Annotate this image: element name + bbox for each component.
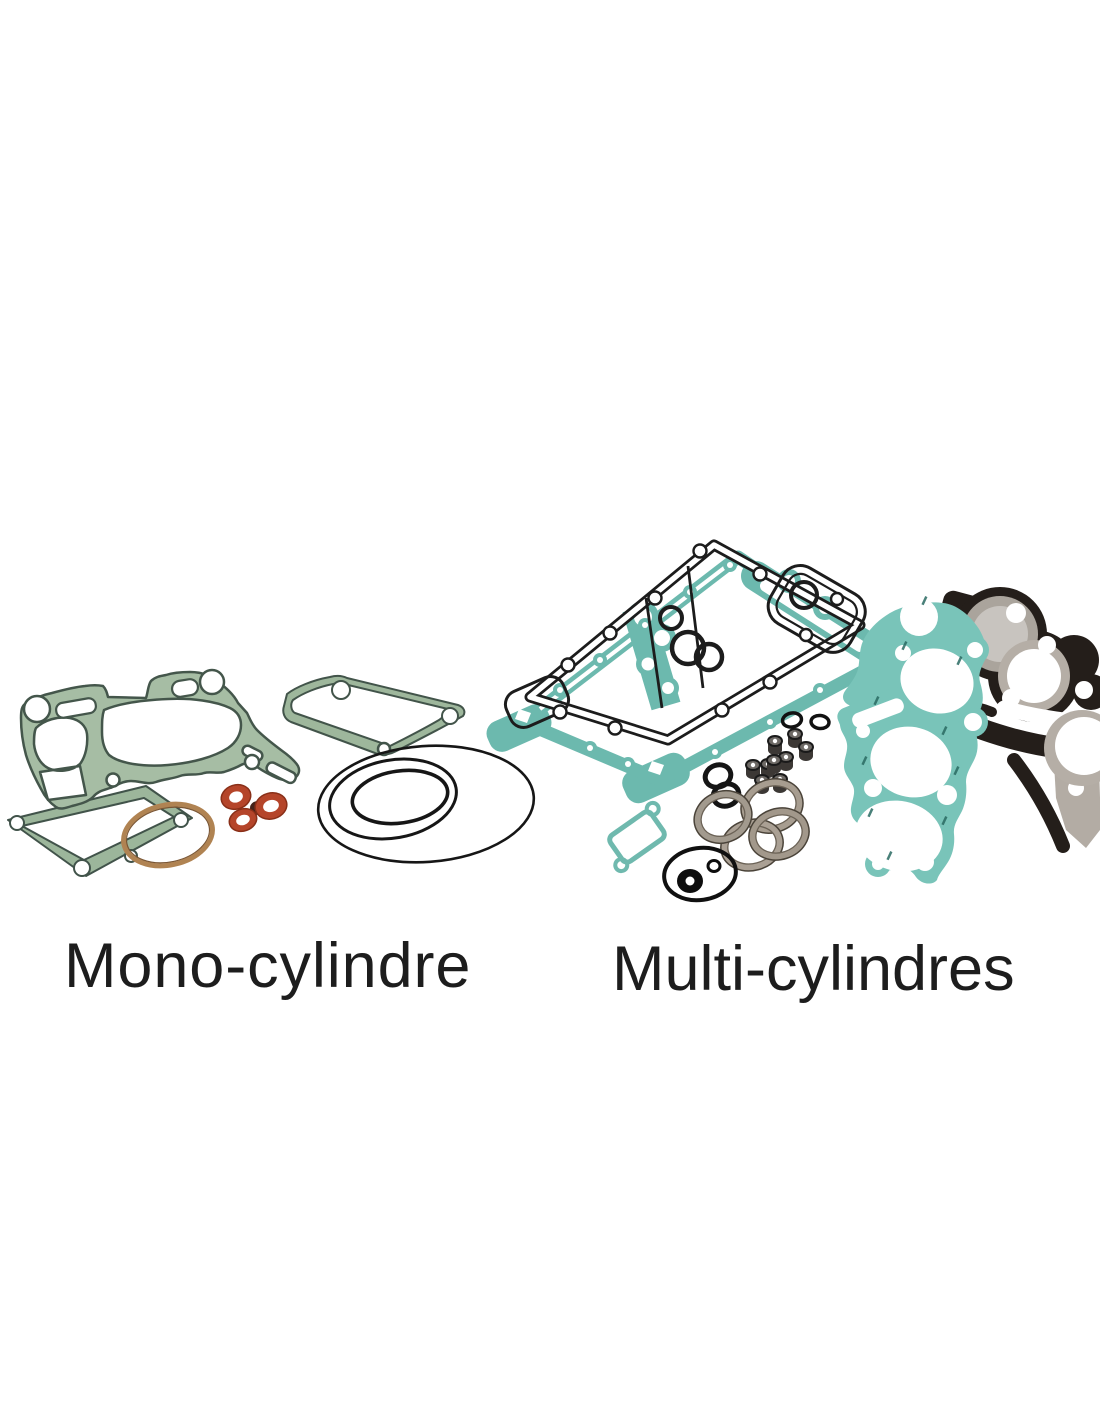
svg-text:Mono-cylindre: Mono-cylindre <box>64 931 471 1001</box>
svg-text:Multi-cylindres: Multi-cylindres <box>612 934 1015 1004</box>
